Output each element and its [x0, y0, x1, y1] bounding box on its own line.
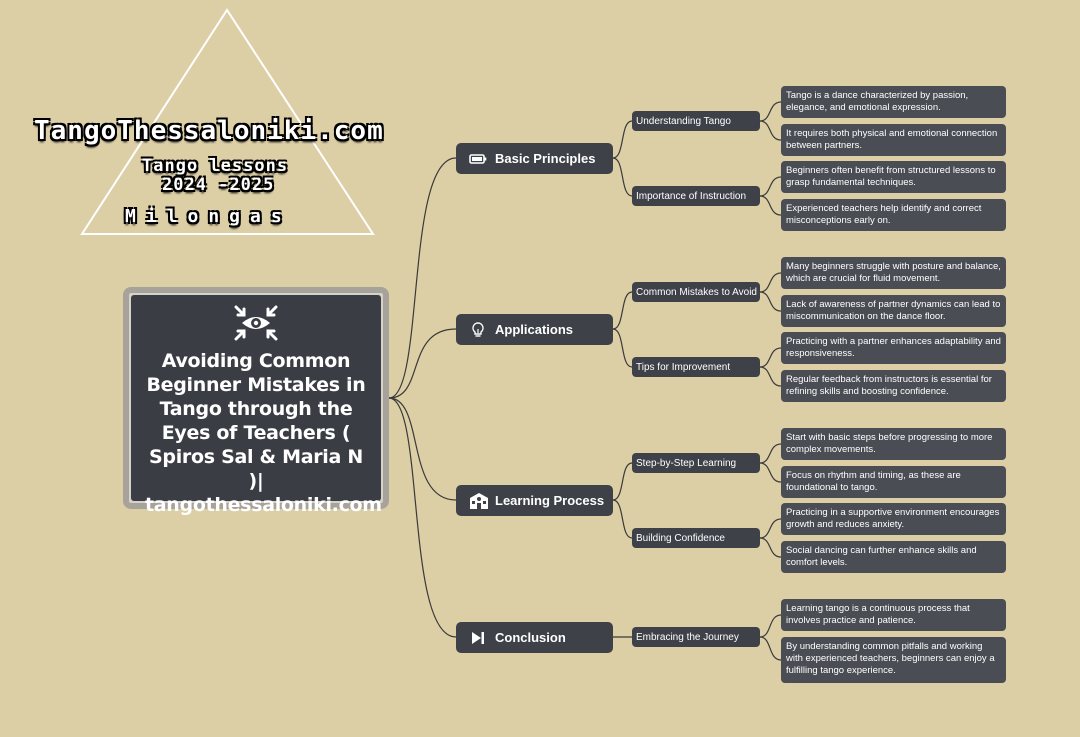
leaf-node[interactable]: It requires both physical and emotional … [781, 124, 1006, 156]
connector-line [759, 518, 782, 539]
logo-years-text: 2024 -2025 [162, 175, 275, 195]
leaf-node[interactable]: Many beginners struggle with posture and… [781, 257, 1006, 289]
leaf-node[interactable]: Beginners often benefit from structured … [781, 161, 1006, 193]
connector-line [759, 120, 782, 141]
connector-line [759, 462, 782, 483]
connector-line [612, 462, 633, 501]
branch-node-basic-principles[interactable]: Basic Principles [456, 143, 613, 174]
sub-node-understanding-tango[interactable]: Understanding Tango [632, 111, 760, 131]
lightbulb-icon [469, 321, 487, 339]
eye-focus-icon [234, 305, 278, 341]
leaf-node[interactable]: Social dancing can further enhance skill… [781, 541, 1006, 573]
leaf-node[interactable]: Tango is a dance characterized by passio… [781, 86, 1006, 118]
connector-line [612, 157, 633, 197]
branch-label: Learning Process [495, 493, 605, 508]
branch-node-conclusion[interactable]: Conclusion [456, 622, 613, 653]
connector-line [612, 120, 633, 159]
logo-triangle [80, 8, 375, 235]
central-topic-node[interactable]: Avoiding Common Beginner Mistakes in Tan… [123, 287, 389, 516]
connector-line [759, 195, 782, 216]
connector-line [388, 328, 457, 399]
site-logo: TangoThessaloniki.com Tango lessons 2024… [30, 8, 430, 238]
leaf-node[interactable]: Lack of awareness of partner dynamics ca… [781, 295, 1006, 327]
connector-line [612, 291, 633, 330]
sub-node-common-mistakes-to-avoid[interactable]: Common Mistakes to Avoid [632, 282, 760, 302]
battery-icon [469, 150, 487, 168]
leaf-node[interactable]: Experienced teachers help identify and c… [781, 199, 1006, 231]
leaf-node[interactable]: Start with basic steps before progressin… [781, 428, 1006, 460]
leaf-node[interactable]: Practicing in a supportive environment e… [781, 503, 1006, 535]
leaf-node[interactable]: Regular feedback from instructors is ess… [781, 370, 1006, 402]
connector-line [388, 397, 457, 501]
sub-node-embracing-the-journey[interactable]: Embracing the Journey [632, 627, 760, 647]
sub-node-importance-of-instruction[interactable]: Importance of Instruction [632, 186, 760, 206]
leaf-node[interactable]: Practicing with a partner enhances adapt… [781, 332, 1006, 364]
central-topic-title: Avoiding Common Beginner Mistakes in Tan… [145, 350, 382, 516]
skip-next-icon [469, 629, 487, 647]
school-icon [469, 492, 488, 510]
logo-milongas-text: Milongas [125, 206, 292, 227]
connector-line [759, 347, 782, 368]
connector-line [759, 636, 782, 661]
branch-node-learning-process[interactable]: Learning Process [456, 485, 613, 516]
leaf-node[interactable]: Focus on rhythm and timing, as these are… [781, 466, 1006, 498]
branch-node-applications[interactable]: Applications [456, 314, 613, 345]
logo-lessons-text: Tango lessons [142, 156, 289, 176]
branch-label: Basic Principles [495, 151, 596, 166]
connector-line [759, 366, 782, 387]
connector-line [759, 443, 782, 464]
central-topic-body: Avoiding Common Beginner Mistakes in Tan… [131, 295, 382, 516]
connector-line [759, 291, 782, 312]
connector-line [388, 397, 457, 638]
connector-line [759, 176, 782, 197]
connector-line [759, 537, 782, 558]
connector-line [759, 614, 782, 638]
branch-label: Conclusion [495, 630, 566, 645]
connector-line [759, 272, 782, 293]
sub-node-step-by-step-learning[interactable]: Step-by-Step Learning [632, 453, 760, 473]
leaf-node[interactable]: Learning tango is a continuous process t… [781, 599, 1006, 631]
sub-node-tips-for-improvement[interactable]: Tips for Improvement [632, 357, 760, 377]
connector-line [612, 328, 633, 368]
leaf-node[interactable]: By understanding common pitfalls and wor… [781, 637, 1006, 683]
sub-node-building-confidence[interactable]: Building Confidence [632, 528, 760, 548]
logo-site-name: TangoThessaloniki.com [34, 116, 384, 146]
connector-line [759, 101, 782, 122]
branch-label: Applications [495, 322, 574, 337]
connector-line [612, 499, 633, 539]
